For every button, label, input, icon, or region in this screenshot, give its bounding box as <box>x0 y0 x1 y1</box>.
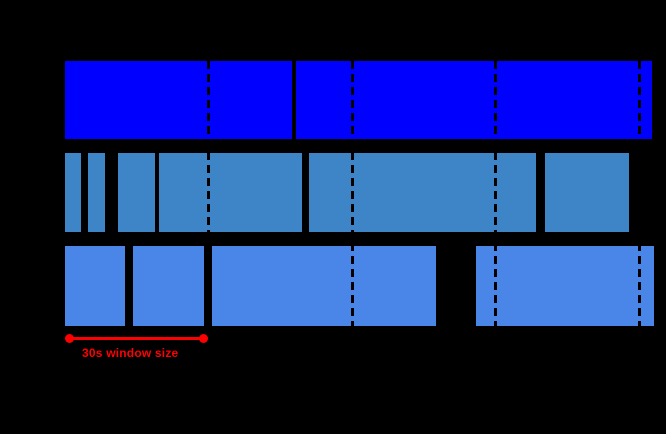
timeline-segment-row-1 <box>296 61 652 139</box>
measure-arrow-line <box>69 336 204 340</box>
timeline-segment-row-3 <box>211 246 437 326</box>
timeline-segment-row-2 <box>544 153 629 232</box>
window-size-label: 30s window size <box>82 346 179 360</box>
timeline-segment-row-3 <box>65 246 125 326</box>
timeline-segment-row-2 <box>308 153 536 232</box>
timeline-segment-row-2 <box>65 153 81 232</box>
timeline-segment-row-3 <box>475 246 654 326</box>
timeline-segment-row-2 <box>118 153 155 232</box>
window-boundary-dashed-line <box>350 61 354 326</box>
timeline-segment-row-2 <box>88 153 106 232</box>
window-boundary-dashed-line <box>207 61 210 326</box>
window-boundary-dashed-line <box>494 61 497 326</box>
window-boundary-dashed-line <box>637 61 641 326</box>
timeline-segment-row-3 <box>132 246 205 326</box>
timeline-segment-row-2 <box>158 153 302 232</box>
measure-arrow-right-dot-icon <box>198 333 208 343</box>
timeline-segment-row-1 <box>65 61 292 139</box>
measure-arrow-left-dot-icon <box>64 333 74 343</box>
